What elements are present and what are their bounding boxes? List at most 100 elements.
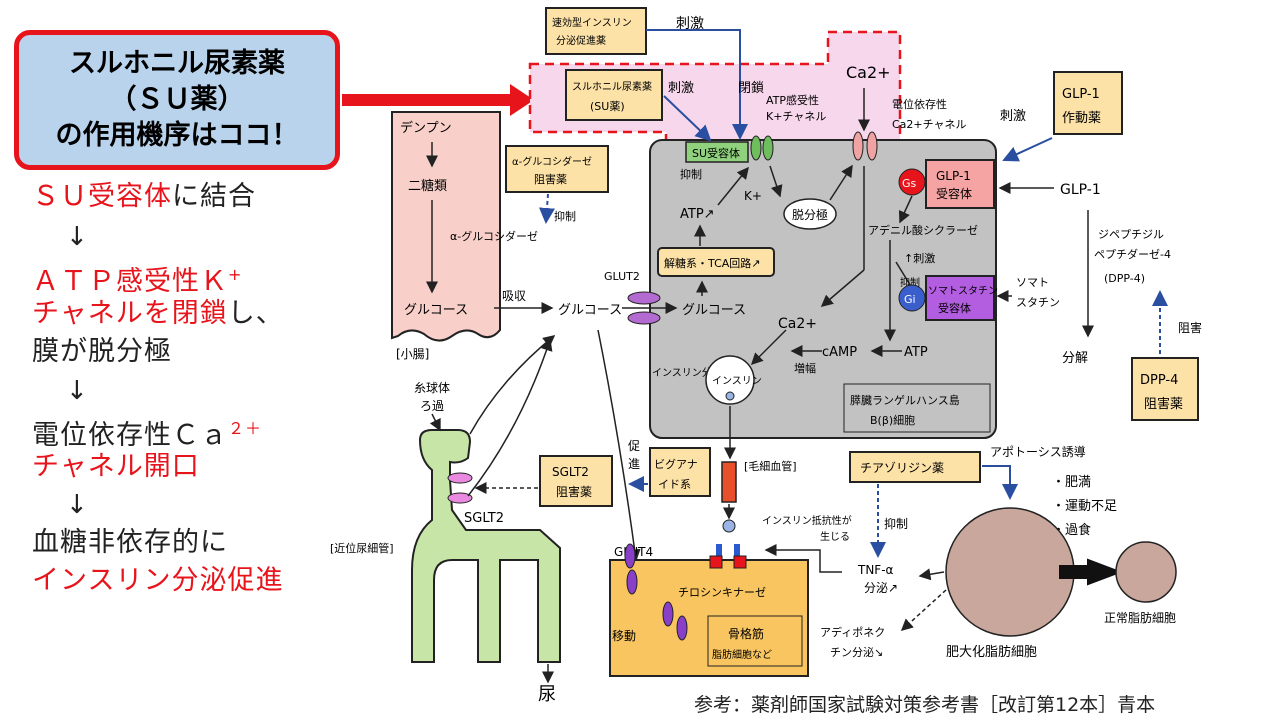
rapid-drug-box [545,7,647,55]
ca-channel-right [866,131,878,161]
step-glucose-independent: 血糖非依存的に [32,527,228,558]
cause-exercise: ・運動不足 [1052,499,1117,514]
somatostatin-line2: スタチン [1016,296,1060,309]
proximal-tubule-label: [近位尿細管] [330,541,394,555]
inhibit-b-label: 抑制 [680,167,702,181]
muscle-fat-line2: 脂肪細胞など [712,648,772,661]
depolarization-label: 脱分極 [792,207,828,222]
inhibit-d-label: 抑制 [884,516,908,531]
insulin-vesicle-label: インスリン [712,376,762,387]
sglt2-inhibitor-line2: 阻害薬 [556,484,592,499]
cell-label-line2: B(β)細胞 [870,414,915,427]
glomerulus-line2: ろ過 [420,399,444,413]
somatostatin-receptor-line1: ソマトスタチン [928,285,998,297]
step-depolarize: 膜が脱分極 [32,336,172,367]
glut2-upper [627,291,661,305]
cause-obesity: ・肥満 [1052,475,1091,490]
glp1-receptor-line2: 受容体 [936,186,972,201]
gi-label: Gi [904,293,916,306]
inhibition-label: 阻害 [1178,320,1202,335]
dpp4-line3: (DPP-4) [1104,272,1145,285]
title-line-2: （ＳＵ薬） [109,84,245,115]
glp1-receptor-box [925,159,995,209]
dpp4-inhibitor-line1: DPP-4 [1140,373,1178,388]
step-katp: ＡＴＰ感受性Ｋ+ [32,265,243,297]
su-receptor-label: SU受容体 [692,146,740,160]
title-line-1: スルホニル尿素薬 [69,48,285,79]
ca-channel-left [852,131,864,161]
atp-label: ATP [904,345,928,360]
thiazolidine-label: チアゾリジン薬 [860,461,944,475]
degradation-label: 分解 [1062,351,1088,366]
title-line-3: の作用機序はココ！ [55,120,299,151]
katp-label-line2: K+チャネル [766,110,826,123]
somatostatin-receptor-box [925,275,995,321]
pointer-arrow [342,84,534,116]
biguanide-line1: ビグアナ [654,457,698,471]
hypertrophic-fat-label: 肥大化脂肪細胞 [946,644,1037,660]
insulin-resistance-line2: 生じる [820,530,850,543]
small-intestine [391,111,501,342]
proximal-tubule [411,429,561,663]
dpp4-inhibitor-box [1131,357,1199,421]
thiazolidine-box [849,451,981,483]
gs-label: Gs [902,177,917,190]
step-open: チャネル開口 [32,451,200,482]
reference-text: 参考：薬剤師国家試験対策参考書［改訂第12本］青本 [694,694,1156,716]
translocation-label: 移動 [612,629,636,643]
alpha-gi-drug-box [505,145,609,193]
depolarization-node [783,198,837,230]
closure-label: 閉鎖 [738,80,764,96]
ca-channel-label-line2: Ca2+チャネル [892,118,967,131]
rapid-drug-line2: 分泌促進薬 [556,34,606,47]
tnf-line1: TNF-α [857,563,894,577]
atp-up-label: ATP↗ [680,207,715,222]
normal-fat-label: 正常脂肪細胞 [1104,610,1176,625]
sglt2-inhibitor-line1: SGLT2 [552,465,589,479]
promote-line2: 進 [628,457,640,471]
increase-label: 増幅 [794,362,816,375]
alpha-gi-drug-line1: α-グルコシダーゼ [512,155,592,168]
alpha-gi-drug-line2: 阻害薬 [534,172,567,186]
su-drug-box [565,69,663,121]
glycolysis-box [657,247,775,277]
ca-top-label: Ca2+ [846,63,891,82]
glp1-agonist-line2: 作動薬 [1062,111,1101,126]
somatostatin-receptor-line2: 受容体 [938,301,971,315]
sglt2-lower [447,492,473,504]
cell-label-box [843,383,991,433]
adiponectin-line2: チン分泌↘ [830,646,883,659]
rapid-drug-line1: 速効型インスリン [552,16,632,29]
capillary-label: [毛細血管] [744,459,797,473]
biguanide-line2: イド系 [658,478,691,491]
step-arrow-1: ↓ [66,222,88,252]
disaccharide-label: 二糖類 [408,178,447,194]
stim-glp1-label: 刺激 [1000,109,1026,124]
glucose-intestine-label: グルコース [404,303,468,318]
step-insulin-secretion: インスリン分泌促進 [32,565,284,596]
glomerulus-line1: 糸球体 [414,381,450,395]
glucose-cell-label: グルコース [682,303,746,318]
glut2-label: GLUT2 [604,270,640,283]
sglt2-inhibitor-box [539,455,613,507]
glut4-lower [626,569,638,595]
sglt2-upper [447,472,473,484]
insulin-vesicle [705,355,755,405]
muscle-fat-cell [609,559,809,677]
glp1-agonist-line1: GLP-1 [1062,87,1100,102]
glucose-blood-label: グルコース [558,303,622,318]
su-drug-line2: (SU薬) [590,100,625,113]
glycolysis-label: 解糖系・TCA回路↗ [664,256,761,270]
stim-adenylate-label: ↑刺激 [904,251,935,265]
katp-channel-right [762,135,774,161]
normal-fat-cell [1115,541,1177,603]
ca-inner-label: Ca2+ [778,316,817,332]
adenylate-label: アデニル酸シクラーゼ [868,223,978,237]
katp-channel-left [750,135,762,161]
muscle-fat-line1: 骨格筋 [728,626,764,641]
k-plus-label: K+ [744,189,762,203]
inhibit-a-label: 抑制 [554,209,576,223]
capillary [721,461,737,503]
camp-label: cAMP [822,345,857,360]
urine-label: 尿 [538,684,556,705]
